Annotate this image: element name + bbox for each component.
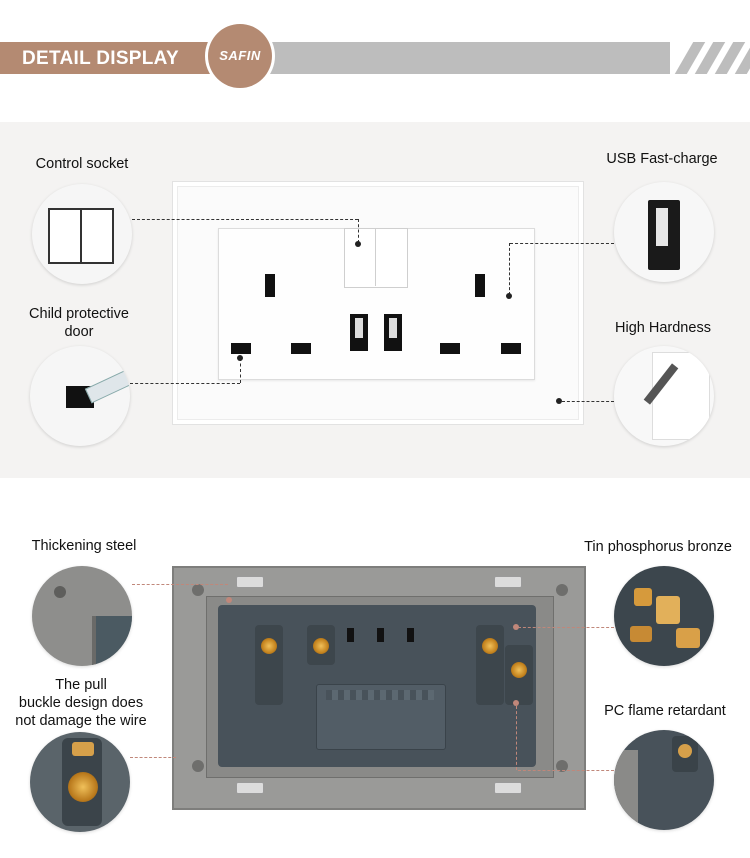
label-line: buckle design does <box>18 695 144 711</box>
control-socket-zoom <box>32 184 132 284</box>
label-line: Child protective <box>29 306 129 322</box>
mounting-clip <box>494 576 522 588</box>
switch-icon <box>48 208 82 264</box>
mounting-clip <box>236 782 264 794</box>
leader-line <box>518 770 614 771</box>
terminal-screw-icon <box>482 638 498 654</box>
leader-line <box>130 757 176 758</box>
rocker-switch-divider <box>375 228 376 286</box>
mounting-hole <box>556 584 568 596</box>
label-control-socket: Control socket <box>35 156 129 172</box>
socket-live-slot <box>440 343 460 354</box>
label-pc-flame-retardant: PC flame retardant <box>604 703 726 719</box>
mounting-hole <box>556 760 568 772</box>
leader-dot <box>237 355 243 361</box>
thickening-steel-zoom <box>32 566 132 666</box>
vent-grille <box>326 690 434 700</box>
brand-logo <box>208 24 272 88</box>
leader-line <box>562 401 614 402</box>
leader-line <box>510 243 614 244</box>
pull-buckle-zoom <box>30 732 130 832</box>
high-hardness-zoom <box>614 346 714 446</box>
leader-line <box>240 358 241 383</box>
rear-slot <box>347 628 354 642</box>
leader-line <box>132 584 228 585</box>
leader-dot <box>226 597 232 603</box>
switch-icon <box>80 208 114 264</box>
label-thickening-steel: Thickening steel <box>31 538 137 554</box>
label-line: not damage the wire <box>15 713 147 729</box>
probe-tool-icon <box>84 368 130 404</box>
leader-dot <box>355 241 361 247</box>
label-pull-buckle: The pull buckle design does not damage t… <box>6 676 156 730</box>
leader-dot <box>513 624 519 630</box>
leader-line <box>518 627 614 628</box>
terminal-screw-icon <box>261 638 277 654</box>
leader-line <box>130 383 240 384</box>
leader-line <box>509 243 510 295</box>
rear-slot <box>377 628 384 642</box>
flame-retardant-zoom <box>614 730 714 830</box>
label-child-protective-door: Child protective door <box>14 305 144 341</box>
mounting-clip <box>494 782 522 794</box>
label-line: The pull <box>55 677 107 693</box>
label-usb-fast-charge: USB Fast-charge <box>606 151 718 167</box>
terminal-screw-icon <box>313 638 329 654</box>
rear-slot <box>407 628 414 642</box>
child-door-zoom <box>30 346 130 446</box>
mounting-clip <box>236 576 264 588</box>
label-tin-phosphorus-bronze: Tin phosphorus bronze <box>584 539 732 555</box>
mounting-hole <box>192 584 204 596</box>
rocker-switch <box>344 228 408 288</box>
page-title: DETAIL DISPLAY <box>22 48 179 69</box>
wire-terminal <box>476 625 504 705</box>
brand-logo-text: SAFIN <box>219 48 261 63</box>
usb-zoom <box>614 182 714 282</box>
leader-line <box>358 219 359 243</box>
bronze-contact-zoom <box>614 566 714 666</box>
leader-dot <box>556 398 562 404</box>
leader-dot <box>506 293 512 299</box>
leader-dot <box>513 700 519 706</box>
leader-line <box>132 219 358 220</box>
socket-live-slot <box>231 343 251 354</box>
leader-line <box>516 706 517 770</box>
terminal-screw-icon <box>68 772 98 802</box>
socket-neutral-slot <box>501 343 521 354</box>
socket-neutral-slot <box>291 343 311 354</box>
socket-earth-slot <box>265 274 275 297</box>
socket-earth-slot <box>475 274 485 297</box>
label-line: door <box>64 324 94 340</box>
label-high-hardness: High Hardness <box>615 320 711 336</box>
terminal-screw-icon <box>511 662 527 678</box>
mounting-hole <box>192 760 204 772</box>
wire-terminal <box>255 625 283 705</box>
header-banner <box>0 42 750 74</box>
